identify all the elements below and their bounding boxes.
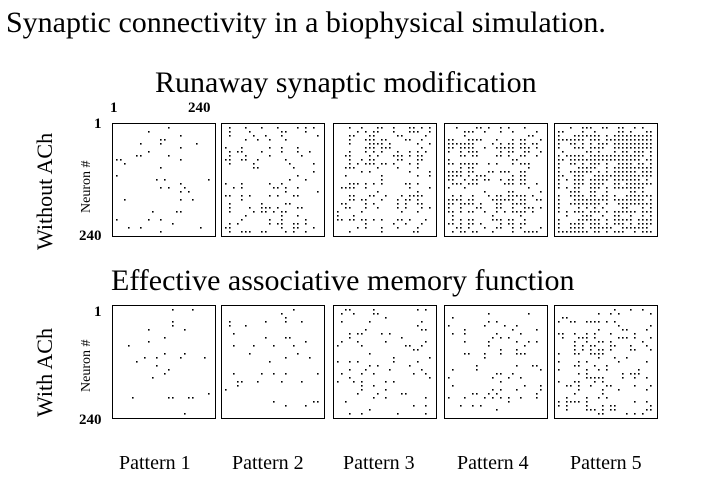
connectivity-matrix-row2-pattern3 (333, 305, 437, 419)
dots (448, 313, 542, 411)
dot-matrix (225, 127, 319, 233)
condition-label-without-ach: Without ACh (32, 132, 57, 250)
pattern-label-2: Pattern 2 (232, 452, 304, 474)
connectivity-matrix-row1-pattern2 (221, 123, 325, 237)
connectivity-matrix-row2-pattern2 (221, 305, 325, 419)
dot-matrix (225, 309, 319, 407)
connectivity-matrix-row1-pattern1 (112, 123, 216, 237)
dots (225, 127, 319, 233)
dot-matrix (558, 127, 652, 233)
y-tick-last-row1: 240 (79, 228, 102, 244)
dot-matrix (337, 127, 431, 233)
dots (128, 309, 210, 415)
pattern-label-3: Pattern 3 (343, 452, 415, 474)
connectivity-matrix-row2-pattern1 (112, 305, 216, 419)
dots (337, 127, 431, 233)
figure-title: Synaptic connectivity in a biophysical s… (6, 6, 606, 39)
dot-matrix (128, 309, 210, 415)
dot-matrix (558, 309, 652, 415)
y-tick-last-row2: 240 (79, 412, 102, 428)
dots (337, 309, 431, 415)
dot-matrix (337, 309, 431, 415)
y-tick-first-row2: 1 (94, 304, 102, 320)
pattern-label-1: Pattern 1 (119, 452, 191, 474)
y-tick-first-row1: 1 (94, 116, 102, 132)
connectivity-matrix-row1-pattern4 (444, 123, 548, 237)
connectivity-matrix-row1-pattern5 (554, 123, 658, 237)
y-axis-label-row1: Neuron # (79, 160, 94, 214)
dots (116, 127, 210, 233)
connectivity-matrix-row2-pattern5 (554, 305, 658, 419)
dot-matrix (116, 127, 210, 233)
row-title-with-ach: Effective associative memory function (111, 264, 575, 297)
connectivity-matrix-row1-pattern3 (333, 123, 437, 237)
y-axis-label-row2: Neuron # (79, 339, 94, 393)
condition-label-with-ach: With ACh (32, 328, 57, 417)
dot-matrix (448, 127, 542, 233)
pattern-label-5: Pattern 5 (570, 452, 642, 474)
pattern-label-4: Pattern 4 (457, 452, 529, 474)
x-tick-first-row1: 1 (110, 100, 118, 116)
connectivity-matrix-row2-pattern4 (444, 305, 548, 419)
dots (558, 127, 652, 233)
dots (448, 127, 542, 233)
dots (225, 309, 319, 407)
dots (558, 309, 652, 415)
row-title-without-ach: Runaway synaptic modification (155, 66, 537, 99)
x-tick-last-row1: 240 (188, 100, 211, 116)
dot-matrix (448, 313, 542, 411)
